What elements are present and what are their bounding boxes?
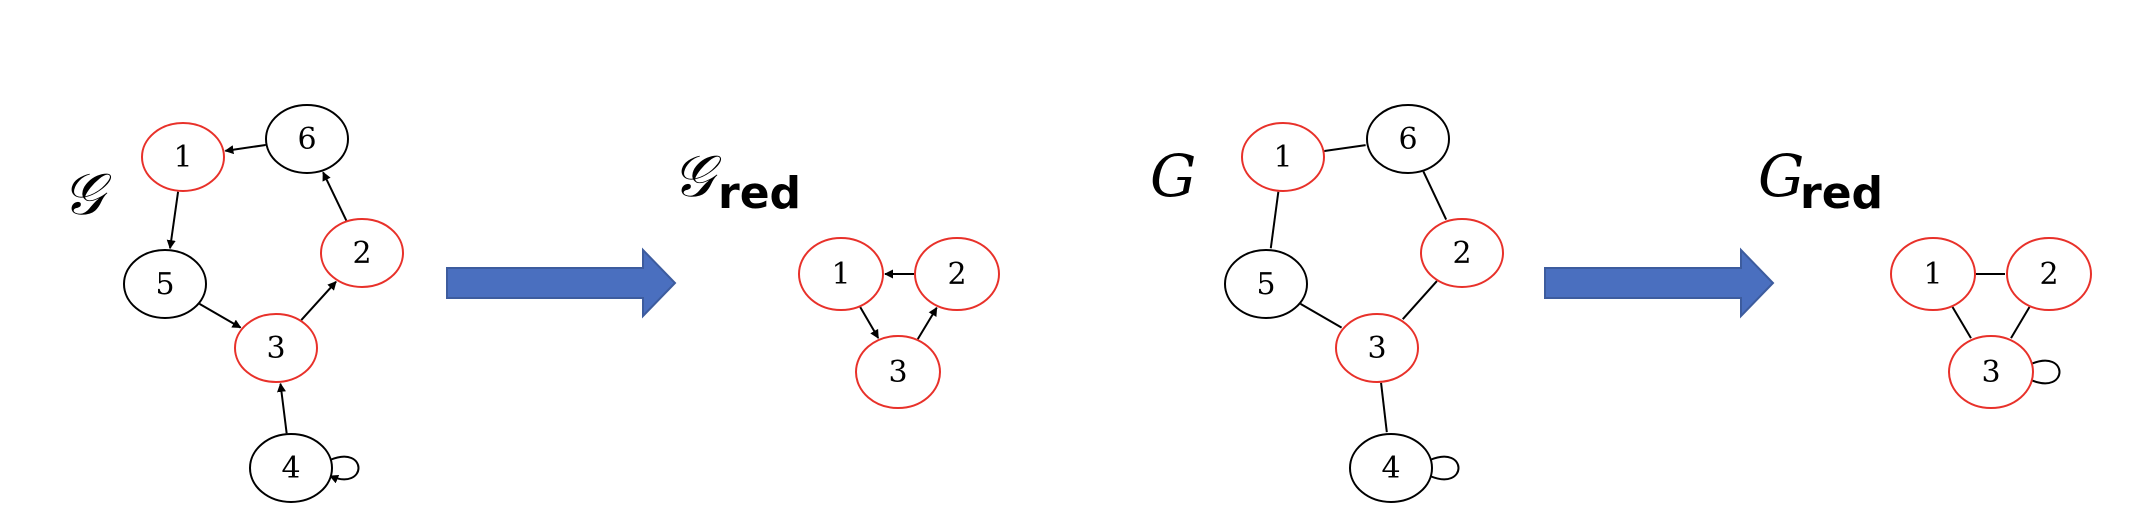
- node-circle: [855, 335, 941, 409]
- node-circle: [914, 237, 1000, 311]
- edge-5-3: [1300, 303, 1343, 329]
- panel-undirected-original-label: G: [1150, 142, 1196, 210]
- right-arrow-icon: [446, 247, 677, 319]
- node-label: 1: [1273, 140, 1292, 175]
- node-label: 2: [352, 236, 371, 271]
- graph-node-1: 1: [141, 122, 225, 192]
- edge-1-3: [859, 306, 880, 339]
- edge-3-2: [916, 306, 938, 340]
- node-circle: [1366, 104, 1450, 174]
- node-circle: [320, 218, 404, 288]
- node-label: 4: [1381, 451, 1400, 486]
- node-label: 1: [831, 257, 850, 292]
- node-circle: [1420, 218, 1504, 288]
- edge-2-6: [322, 171, 348, 221]
- edge-2-3: [2010, 306, 2031, 339]
- node-circle: [265, 104, 349, 174]
- node-circle: [141, 122, 225, 192]
- graph-directed-original: 1 6 2 5 3 4: [123, 104, 404, 503]
- self-loop-edge: [2030, 359, 2061, 385]
- node-label: 2: [1452, 236, 1471, 271]
- graph-node-2: 2: [320, 218, 404, 288]
- graph-node-2: 2: [2006, 237, 2092, 311]
- node-circle: [1890, 237, 1976, 311]
- self-loop-edge: [1429, 455, 1460, 481]
- node-label: 5: [1256, 267, 1275, 302]
- edge-4-3: [277, 382, 288, 434]
- graph-label: 𝒢: [62, 160, 112, 228]
- node-circle: [1335, 313, 1419, 383]
- edge-1-5: [166, 191, 180, 250]
- graph-node-6: 6: [1366, 104, 1450, 174]
- node-label: 3: [1981, 355, 2000, 390]
- edge-6-1: [224, 144, 266, 155]
- right-arrow-icon: [1544, 247, 1775, 319]
- graph-node-1: 1: [1241, 122, 1325, 192]
- graph-node-4: 4: [1349, 433, 1433, 503]
- graph-node-2: 2: [914, 237, 1000, 311]
- edge-3-2: [300, 281, 337, 321]
- panel-undirected-reduced-label: G red: [1758, 142, 1883, 219]
- graph-node-4: 4: [249, 433, 333, 503]
- graph-subscript: red: [718, 168, 801, 219]
- node-label: 2: [2039, 257, 2058, 292]
- graph-node-5: 5: [123, 249, 207, 319]
- panel-directed-original-label: 𝒢: [62, 160, 112, 228]
- graph-node-3: 3: [1335, 313, 1419, 383]
- node-label: 3: [1367, 331, 1386, 366]
- graph-node-3: 3: [234, 313, 318, 383]
- node-circle: [1241, 122, 1325, 192]
- node-circle: [1948, 335, 2034, 409]
- graph-subscript: red: [1800, 168, 1883, 219]
- graph-node-3: 3: [1948, 335, 2034, 409]
- graph-node-1: 1: [798, 237, 884, 311]
- node-circle: [234, 313, 318, 383]
- graph-node-3: 3: [855, 335, 941, 409]
- node-label: 6: [297, 122, 316, 157]
- node-label: 1: [173, 140, 192, 175]
- node-circle: [123, 249, 207, 319]
- node-label: 3: [888, 355, 907, 390]
- graph-label: G: [1150, 142, 1196, 210]
- node-label: 4: [281, 451, 300, 486]
- self-loop-edge: [329, 455, 360, 484]
- node-circle: [2006, 237, 2092, 311]
- node-circle: [1224, 249, 1308, 319]
- edge-1-6: [1324, 144, 1366, 153]
- node-label: 5: [155, 267, 174, 302]
- graph-undirected-reduced: 1 2 3: [1890, 237, 2092, 409]
- graph-label: 𝒢: [672, 142, 722, 210]
- graph-label: G: [1758, 142, 1804, 210]
- edge-1-5: [1269, 191, 1280, 249]
- panel-directed-reduced-label: 𝒢 red: [672, 142, 801, 219]
- edge-3-4: [1380, 382, 1388, 433]
- node-label: 6: [1398, 122, 1417, 157]
- node-label: 1: [1923, 257, 1942, 292]
- graph-undirected-original: 1 6 2 5 3 4: [1224, 104, 1504, 503]
- edge-1-3: [1951, 306, 1972, 339]
- node-circle: [1349, 433, 1433, 503]
- node-label: 2: [947, 257, 966, 292]
- graph-node-6: 6: [265, 104, 349, 174]
- edge-5-3: [199, 303, 242, 329]
- node-circle: [249, 433, 333, 503]
- node-label: 3: [266, 331, 285, 366]
- edge-2-3: [1402, 280, 1438, 320]
- graph-directed-reduced: 1 2 3: [798, 237, 1000, 409]
- node-circle: [798, 237, 884, 311]
- graph-node-5: 5: [1224, 249, 1308, 319]
- graph-node-1: 1: [1890, 237, 1976, 311]
- graph-node-2: 2: [1420, 218, 1504, 288]
- edge-6-2: [1422, 171, 1448, 220]
